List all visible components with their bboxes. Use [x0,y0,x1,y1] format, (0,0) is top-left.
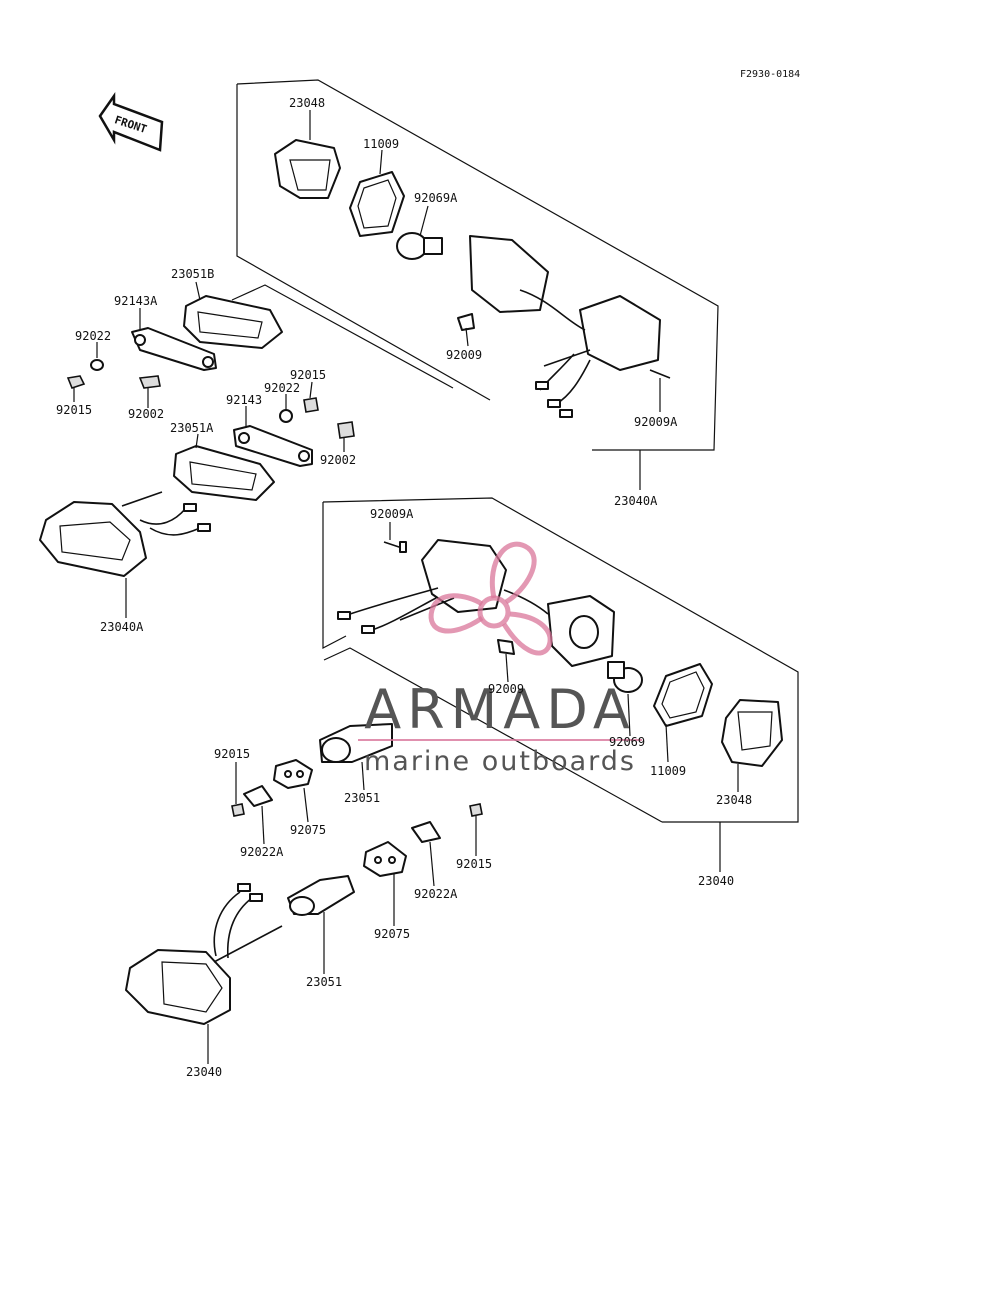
callout-11009-lower: 11009 [650,764,686,778]
spacer-92075-lower [363,841,407,877]
leader-lines-left [73,281,345,618]
leader-lines-upper [309,110,661,490]
armada-watermark: ARMADA marine outboards [358,541,642,777]
callout-92009-upper: 92009 [446,348,482,362]
diagram-reference-code: F2930-0184 [740,69,800,80]
watermark-tagline: marine outboards [364,746,636,777]
screw-92009-upper [457,313,475,331]
bulb-92069-lower [607,661,643,693]
callout-92022-left: 92022 [75,329,111,343]
callout-23051-mid: 23051 [344,791,380,805]
rubber-mount-23051-mid [319,723,393,763]
callout-92075-mid: 92075 [290,823,326,837]
washer-92022-mid [279,409,293,423]
callout-92015-left: 92015 [56,403,92,417]
callout-23051-lower: 23051 [306,975,342,989]
rubber-mount-23051-lower [287,875,355,916]
front-arrow-icon: FRONT [98,92,164,152]
callout-23051a: 23051A [170,421,214,435]
callout-92022-mid: 92022 [264,381,300,395]
nut-92015-lower-left [231,803,245,817]
screw-92009a-upper [649,369,671,379]
nut-92015-lower-right [469,803,483,817]
callout-23048-upper: 23048 [289,96,325,110]
screw-92009-lower [497,639,515,655]
callout-92002-mid: 92002 [320,453,356,467]
callout-92002-left: 92002 [128,407,164,421]
mount-bracket-23051a [173,445,275,501]
callout-23040a-right: 23040A [614,494,658,508]
plate-92022a-lower [411,821,441,843]
callout-92022a-right: 92022A [414,887,458,901]
stay-plate-92143a [131,327,217,371]
callout-23048-lower: 23048 [716,793,752,807]
callout-92009a-lower: 92009A [370,507,414,521]
turn-signal-23040a-left [39,491,211,577]
callout-92009-lower: 92009 [488,682,524,696]
callout-92069a: 92069A [414,191,458,205]
bolt-92002-mid [337,421,355,439]
callout-23040a-left: 23040A [100,620,144,634]
callout-92075-lower: 92075 [374,927,410,941]
assembly-frame-23040a [231,79,719,451]
callout-92143a: 92143A [114,294,158,308]
callout-92009a-upper: 92009A [634,415,678,429]
plate-92022a-mid [243,785,273,807]
lens-23048-upper [274,139,341,199]
nut-92015-left [66,375,86,389]
leader-lines-lower [207,522,739,1064]
callout-92015-lower-left: 92015 [214,747,250,761]
callout-labels: 23048 11009 92069A 92009 92009A 23040A 2… [56,96,752,1079]
propeller-icon [428,541,553,656]
washer-92022-left [90,359,104,371]
bolt-92002-left [138,375,161,389]
callout-92143: 92143 [226,393,262,407]
gasket-11009-lower [653,663,713,727]
callout-92015-lower-right: 92015 [456,857,492,871]
callout-92015-mid: 92015 [290,368,326,382]
spacer-92075-mid [273,759,313,789]
gasket-11009-upper [349,171,405,237]
mount-bracket-23051b [183,295,283,349]
callout-11009-upper: 11009 [363,137,399,151]
turn-signal-housing-lower [337,539,615,667]
callout-23040-left: 23040 [186,1065,222,1079]
assembly-frame-23040 [322,497,799,823]
bulb-92069a-upper [396,232,443,260]
turn-signal-23040-lower-left [125,883,283,1025]
watermark-brand: ARMADA [364,678,636,741]
callout-23040-right: 23040 [698,874,734,888]
callout-23051b: 23051B [171,267,214,281]
callout-92022a-left: 92022A [240,845,284,859]
screw-92009a-lower [383,541,407,553]
stay-plate-92143 [233,425,313,467]
nut-92015-mid [303,397,319,413]
lens-23048-lower [721,699,783,767]
callout-92069: 92069 [609,735,645,749]
turn-signal-housing-upper [469,235,661,418]
